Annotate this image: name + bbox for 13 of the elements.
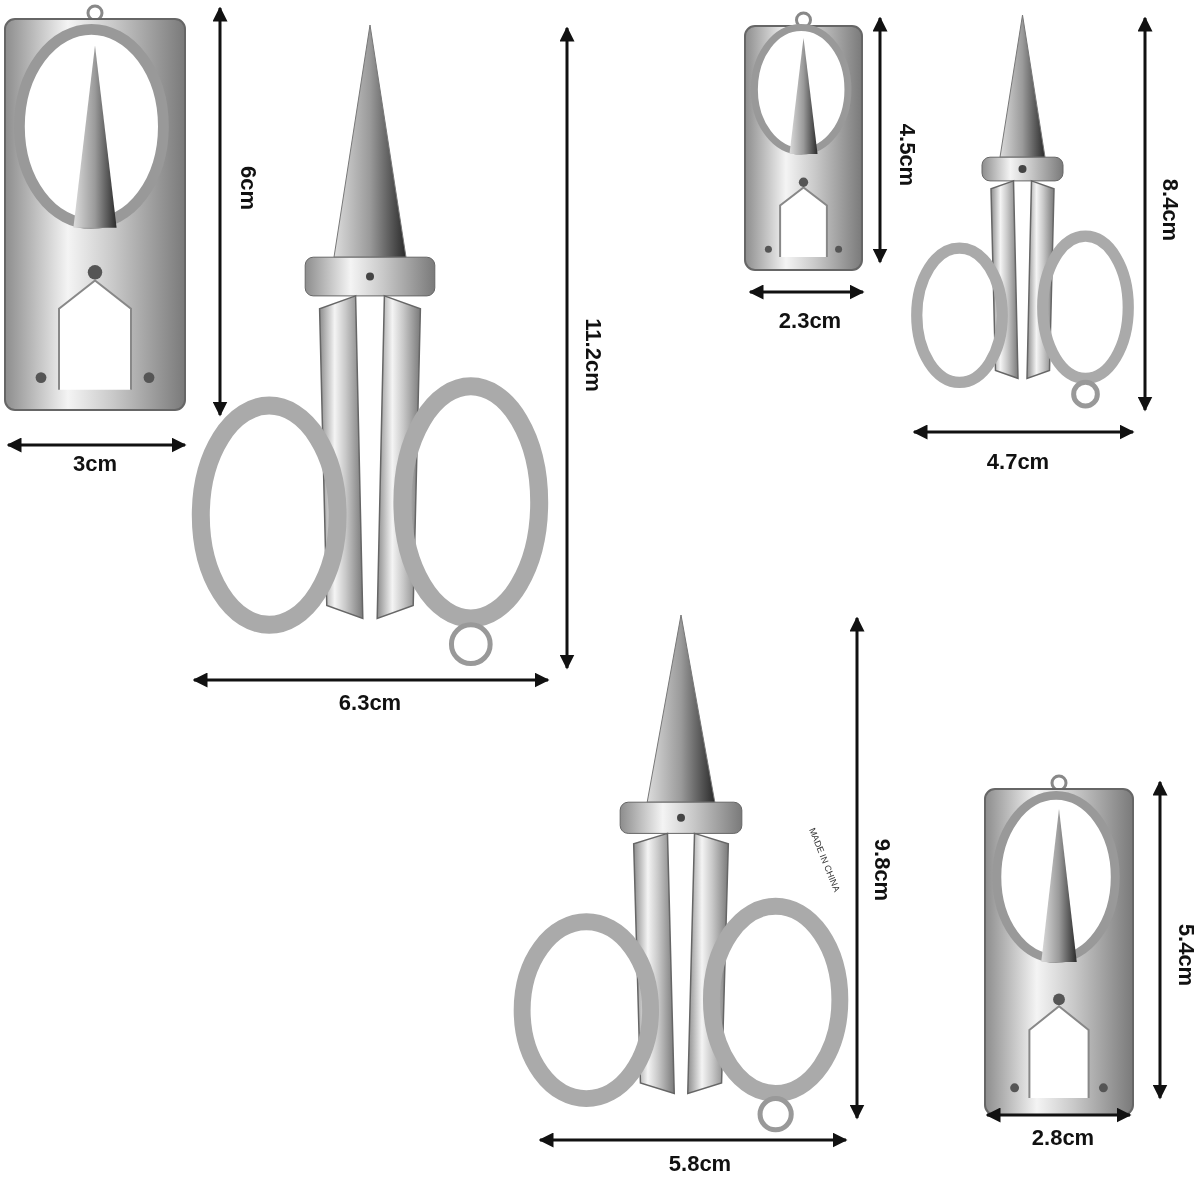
dimension-label: 4.5cm (896, 123, 918, 187)
dimension-label: 5.4cm (1175, 923, 1197, 987)
dimension-label: 6.3cm (338, 692, 402, 714)
dimension-label: 8.4cm (1159, 178, 1181, 242)
dimension-label: 6cm (237, 166, 259, 210)
dimension-label: 3cm (73, 453, 117, 475)
dimension-label: 2.3cm (778, 310, 842, 332)
engraved-text: MADE IN CHINA (807, 826, 841, 894)
dimension-label: 9.8cm (871, 838, 893, 902)
dimension-label: 5.8cm (668, 1153, 732, 1175)
dimension-label: 11.2cm (582, 318, 604, 392)
dimension-label: 4.7cm (986, 451, 1050, 473)
dimension-label: 2.8cm (1031, 1127, 1095, 1149)
